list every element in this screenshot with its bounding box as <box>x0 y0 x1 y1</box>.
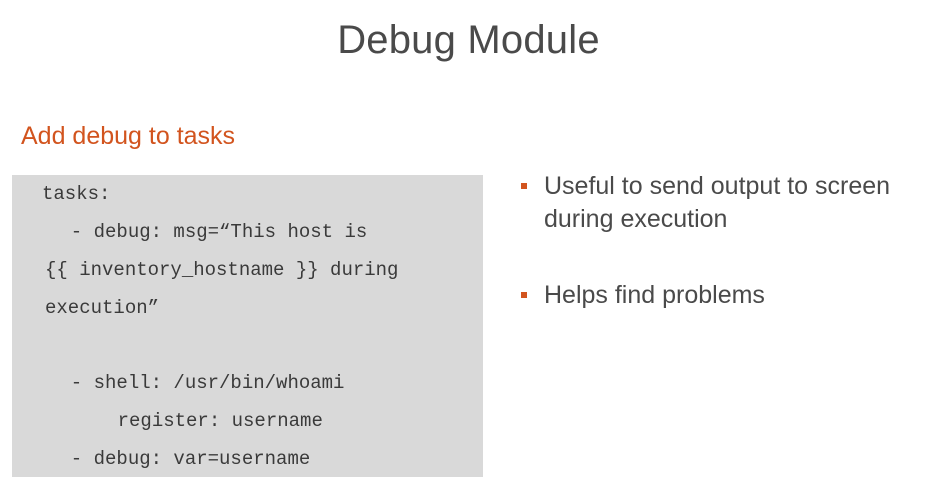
code-line: - debug: msg=“This host is <box>48 221 368 243</box>
bullet-text: Useful to send output to screen <box>544 172 891 200</box>
code-line: - debug: var=username <box>48 448 311 470</box>
code-line: tasks: <box>42 183 111 205</box>
slide-title: Debug Module <box>337 18 600 62</box>
section-subtitle: Add debug to tasks <box>21 122 236 150</box>
bullet-square-icon <box>521 292 527 298</box>
bullet-text: Helps find problems <box>544 281 765 309</box>
bullet-text: during execution <box>544 205 728 233</box>
bullet-square-icon <box>521 183 527 189</box>
code-line: register: username <box>72 410 323 432</box>
code-line: - shell: /usr/bin/whoami <box>48 372 345 394</box>
code-line: execution” <box>45 297 160 319</box>
code-block: tasks: - debug: msg=“This host is {{ inv… <box>12 175 483 477</box>
code-line: {{ inventory_hostname }} during <box>45 259 399 281</box>
